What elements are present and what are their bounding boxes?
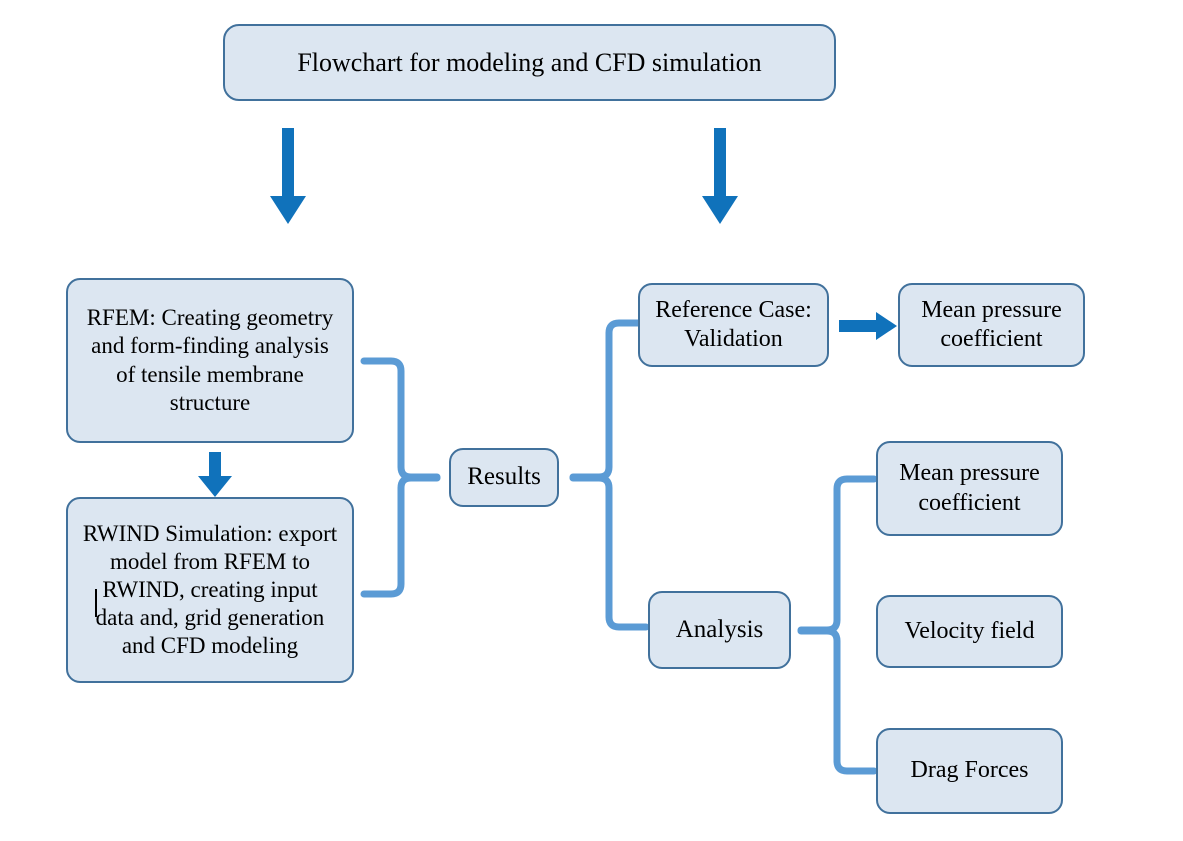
arrow-title-to-reference-icon [702, 128, 738, 224]
node-reference-case[interactable]: Reference Case: Validation [638, 283, 829, 367]
brace-results-outputs-icon [569, 319, 650, 631]
node-analysis[interactable]: Analysis [648, 591, 791, 669]
text-caret-artifact [95, 589, 97, 617]
node-results[interactable]: Results [449, 448, 559, 507]
arrow-reference-to-mean-cp-icon [839, 312, 897, 340]
brace-analysis-outputs-icon [797, 475, 878, 775]
node-velocity-field[interactable]: Velocity field [876, 595, 1063, 668]
node-rwind[interactable]: RWIND Simulation: export model from RFEM… [66, 497, 354, 683]
arrow-title-to-rfem-icon [270, 128, 306, 224]
arrow-rfem-to-rwind-icon [198, 452, 232, 497]
node-rfem[interactable]: RFEM: Creating geometry and form-finding… [66, 278, 354, 443]
node-title-box[interactable]: Flowchart for modeling and CFD simulatio… [223, 24, 836, 101]
node-analysis-mean-pressure-coefficient[interactable]: Mean pressure coefficient [876, 441, 1063, 536]
brace-left-inputs-icon [360, 357, 441, 598]
node-drag-forces[interactable]: Drag Forces [876, 728, 1063, 814]
node-reference-mean-pressure-coefficient[interactable]: Mean pressure coefficient [898, 283, 1085, 367]
